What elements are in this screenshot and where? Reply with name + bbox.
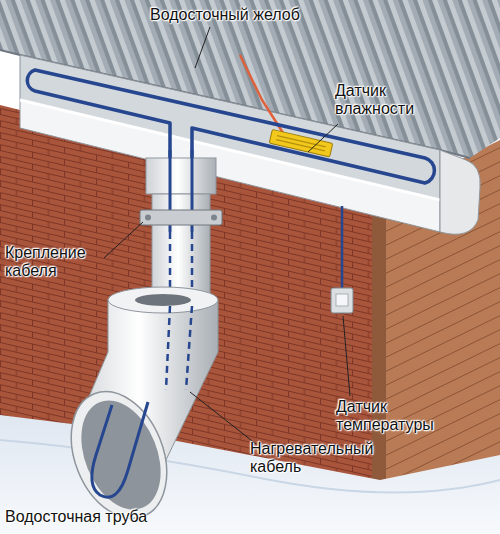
callout-label: Крепление кабеля [5,244,105,281]
moisture-sensor [269,129,333,157]
clamp-bolt [211,215,217,221]
callout-label: Датчик влажности [335,82,430,119]
heating-cable [27,70,434,205]
sensor-wire [341,206,344,289]
heating-cable-hidden [166,306,192,390]
pipe-rim [108,287,218,313]
sensor-contacts [276,136,326,151]
cable-clamp [140,210,222,225]
corner-post [372,195,386,485]
leader-line [308,124,338,152]
gutter-end-cap [440,150,480,234]
callout-label: Нагревательный кабель [250,440,385,477]
leader-line [104,222,143,258]
temperature-sensor [331,288,353,313]
clamp-bolt [145,215,151,221]
leader-line [343,316,350,396]
pipe-outlet-inside [66,389,175,522]
callout-label: Водосточный желоб [150,6,330,24]
callout-label: Водосточная труба [5,508,185,526]
sensor-face [336,294,348,306]
leader-line [190,392,256,444]
callout-label: Датчик температуры [336,398,448,435]
gutter-front [20,100,440,232]
gutter-outlet [146,158,216,194]
pipe-inlet [135,294,191,306]
leader-line [195,27,210,68]
heating-cable [92,402,148,497]
